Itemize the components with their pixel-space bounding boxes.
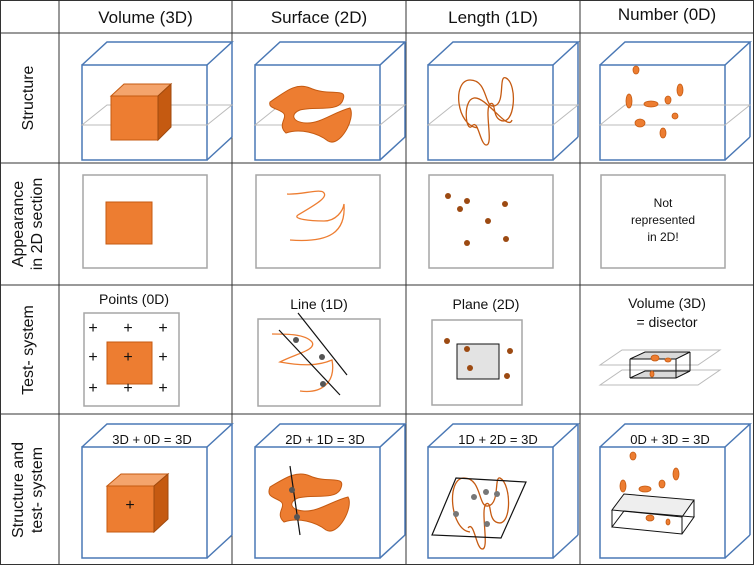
orange-line-trace [286, 190, 345, 242]
section-number [600, 174, 726, 269]
combined-length-cube [427, 423, 580, 559]
point-marker: + [125, 497, 135, 514]
column-header-volume: Volume (3D) [98, 8, 193, 27]
point-marker: + [88, 320, 98, 337]
column-header-length: Length (1D) [448, 8, 538, 27]
point-marker: + [123, 380, 133, 397]
point-marker: + [88, 349, 98, 366]
test-label-plane: Plane (2D) [452, 296, 520, 312]
section-length [428, 174, 554, 269]
orange-surface [269, 85, 352, 143]
test-label-points: Points (0D) [98, 291, 170, 307]
test-disector [598, 349, 722, 386]
point-marker: + [158, 320, 168, 337]
equation-number: 0D + 3D = 3D [630, 432, 710, 447]
row-label-structure: Structure [20, 65, 37, 131]
combined-volume-cube [81, 423, 234, 559]
structure-surface-cube [253, 41, 407, 161]
column-header-number: Number (0D) [617, 5, 717, 24]
test-line [257, 312, 381, 407]
section-volume [82, 174, 208, 269]
section-surface [255, 174, 381, 269]
section-dots [445, 193, 509, 246]
point-marker: + [158, 349, 168, 366]
point-marker: + [123, 349, 133, 366]
equation-volume: 3D + 0D = 3D [112, 432, 192, 447]
orange-curve [458, 77, 515, 146]
test-plane [431, 319, 523, 406]
equation-surface: 2D + 1D = 3D [285, 432, 365, 447]
point-marker: + [123, 320, 133, 337]
combined-surface-cube [254, 423, 407, 559]
point-marker: + [158, 380, 168, 397]
test-plane-slanted [431, 477, 527, 539]
row-label-test-system: Test- system [20, 305, 37, 395]
point-marker: + [88, 380, 98, 397]
combined-number-cube [599, 423, 752, 559]
structure-length-cube [426, 41, 580, 161]
structure-volume-cube [80, 41, 234, 161]
test-label-line: Line (1D) [290, 296, 348, 312]
orange-box-front [110, 95, 159, 141]
orange-particles [625, 65, 684, 139]
column-header-surface: Surface (2D) [270, 8, 368, 27]
test-label-disector: Volume (3D)= disector [628, 295, 706, 330]
structure-number-cube [598, 41, 752, 161]
orange-box-side [157, 82, 172, 142]
test-points [83, 312, 180, 407]
equation-length: 1D + 2D = 3D [458, 432, 538, 447]
